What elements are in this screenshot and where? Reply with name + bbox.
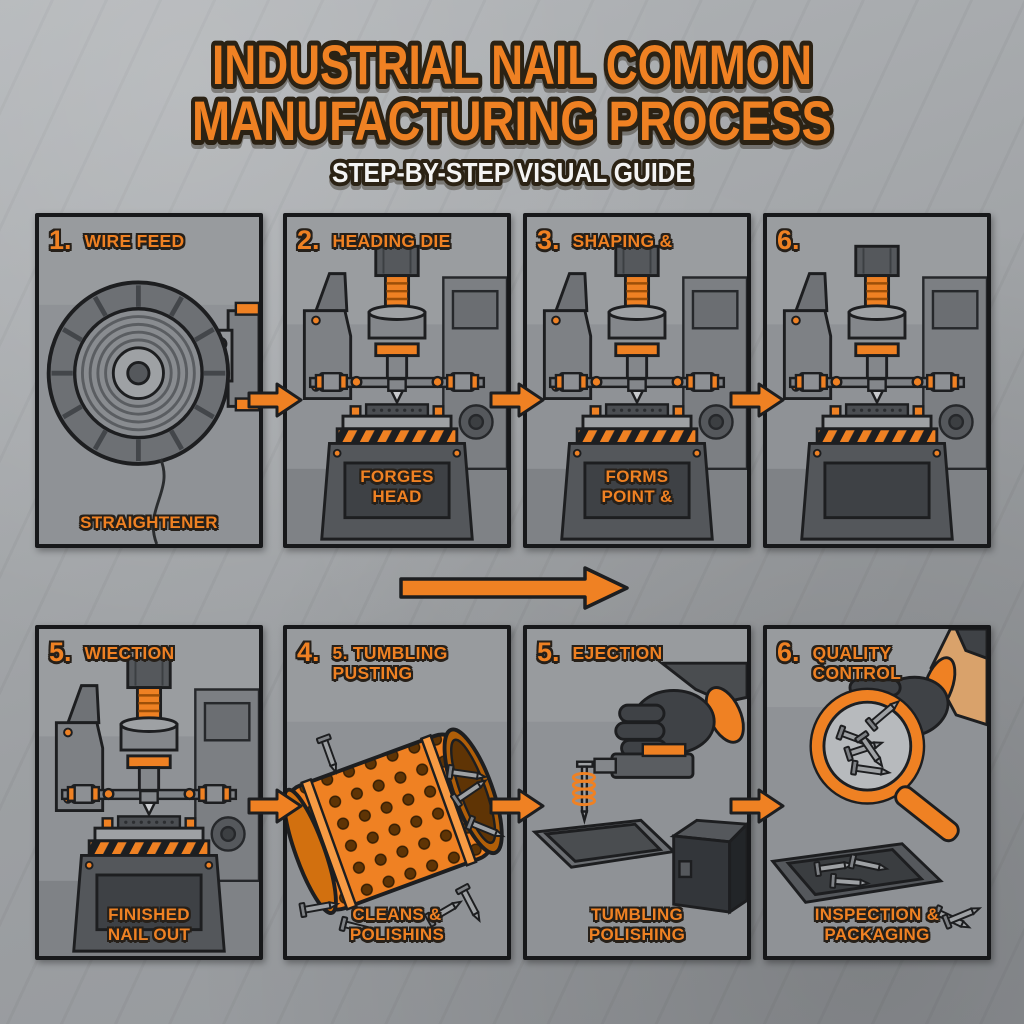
flow-arrow-right-icon <box>247 382 303 418</box>
row-transition-arrow-icon <box>399 566 629 610</box>
panel-title: SHAPING & <box>572 231 673 251</box>
panel-number: 2. <box>297 225 320 255</box>
main-title-line2: MANUFACTURING PROCESS <box>192 89 832 152</box>
panel-title: 5. TUMBLING PUSTING <box>332 643 448 684</box>
panel-caption: FORMS POINT & <box>601 467 673 507</box>
flow-arrow-right-icon <box>489 788 545 824</box>
panel-number: 6. <box>777 637 800 667</box>
panel-number: 3. <box>537 225 560 255</box>
panel-quality-control: 6. QUALITY CONTROL INSPECTION & PACKAGIN… <box>763 625 991 960</box>
panel-caption: INSPECTION & PACKAGING <box>814 904 940 944</box>
panel-ejection: 5. EJECTION TUMBLING POLISHING <box>523 625 751 960</box>
panel-caption: STRAIGHTENER <box>80 512 218 532</box>
panel-number: 5. <box>49 637 72 667</box>
subtitle: STEP-BY-STEP VISUAL GUIDE <box>332 157 692 188</box>
panel-title: QUALITY CONTROL <box>812 643 902 684</box>
panel-caption: FINISHED NAIL OUT <box>107 904 191 944</box>
main-title-line1: INDUSTRIAL NAIL COMMON <box>212 33 812 96</box>
panel-number: 6. <box>777 225 800 255</box>
press-machine-illustration <box>767 217 987 544</box>
panel-wiection: 5. WIECTION FINISHED NAIL OUT <box>35 625 263 960</box>
flow-arrow-right-icon <box>489 382 545 418</box>
flow-arrow-right-icon <box>729 382 785 418</box>
wire-spool-illustration <box>39 217 259 544</box>
panel-number: 4. <box>297 637 320 667</box>
panel-title: WIECTION <box>84 643 175 663</box>
panel-caption: CLEANS & POLISHINS <box>349 904 445 944</box>
panel-number: 5. <box>537 637 560 667</box>
panel-number: 1. <box>49 225 72 255</box>
panel-wire-feed: 1. WIRE FEED STRAIGHTENER <box>35 213 263 548</box>
panel-title: HEADING DIE <box>332 231 451 251</box>
panel-tumbling: 4. 5. TUMBLING PUSTING CLEANS & POLISHIN… <box>283 625 511 960</box>
panel-title: EJECTION <box>572 643 663 663</box>
panel-title: WIRE FEED <box>84 231 185 251</box>
panel-press-4: 6. <box>763 213 991 548</box>
panel-caption: TUMBLING POLISHING <box>588 904 686 944</box>
panel-caption: FORGES HEAD <box>360 467 434 507</box>
flow-arrow-right-icon <box>729 788 785 824</box>
panel-shaping: 3. SHAPING & FORMS POINT & <box>523 213 751 548</box>
title-block: INDUSTRIAL NAIL COMMON MANUFACTURING PRO… <box>187 30 837 192</box>
flow-arrow-right-icon <box>247 788 303 824</box>
panel-heading-die: 2. HEADING DIE FORGES HEAD <box>283 213 511 548</box>
